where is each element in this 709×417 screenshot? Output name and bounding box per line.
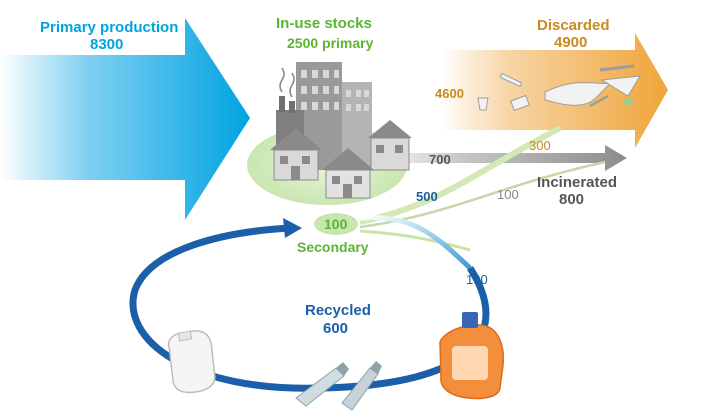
in-use-stocks-label: In-use stocks [276, 15, 372, 32]
primary-production-value: 8300 [90, 36, 124, 53]
secondary-label: Secondary [297, 239, 369, 255]
bottles-icon [295, 361, 382, 411]
plastic-debris-icon [477, 64, 641, 112]
primary-production-label: Primary production [40, 19, 179, 36]
secondary-value: 100 [324, 216, 348, 232]
detergent-bottle-icon [439, 312, 505, 400]
incinerated-arrow [360, 145, 627, 171]
incinerated-primary-inflow: 700 [429, 152, 451, 167]
discarded-primary-inflow: 4600 [435, 86, 464, 101]
incinerated-label: Incinerated [537, 174, 618, 191]
recycled-loop-arrowhead [283, 218, 302, 238]
discarded-value: 4900 [554, 34, 588, 51]
milk-jug-icon [167, 330, 216, 394]
city-buildings-icon [270, 62, 412, 199]
green-recycle-strand [359, 229, 471, 252]
in-use-stocks-value: 2500 primary [287, 35, 374, 51]
recycled-value: 600 [323, 320, 349, 337]
secondary-ellipse [314, 213, 358, 235]
discarded-label: Discarded [537, 17, 610, 34]
recycling-outflow-value: 500 [416, 189, 438, 204]
incinerated-value: 800 [559, 191, 585, 208]
primary-production-arrow [0, 18, 250, 220]
discarded-secondary-inflow: 300 [529, 138, 551, 153]
incinerated-secondary-inflow: 100 [497, 187, 519, 202]
recycling-loss-value: 100 [466, 272, 488, 287]
recycling-outflow [359, 215, 472, 270]
recycled-label: Recycled [305, 302, 371, 319]
secondary-to-discarded-flow [359, 125, 562, 225]
